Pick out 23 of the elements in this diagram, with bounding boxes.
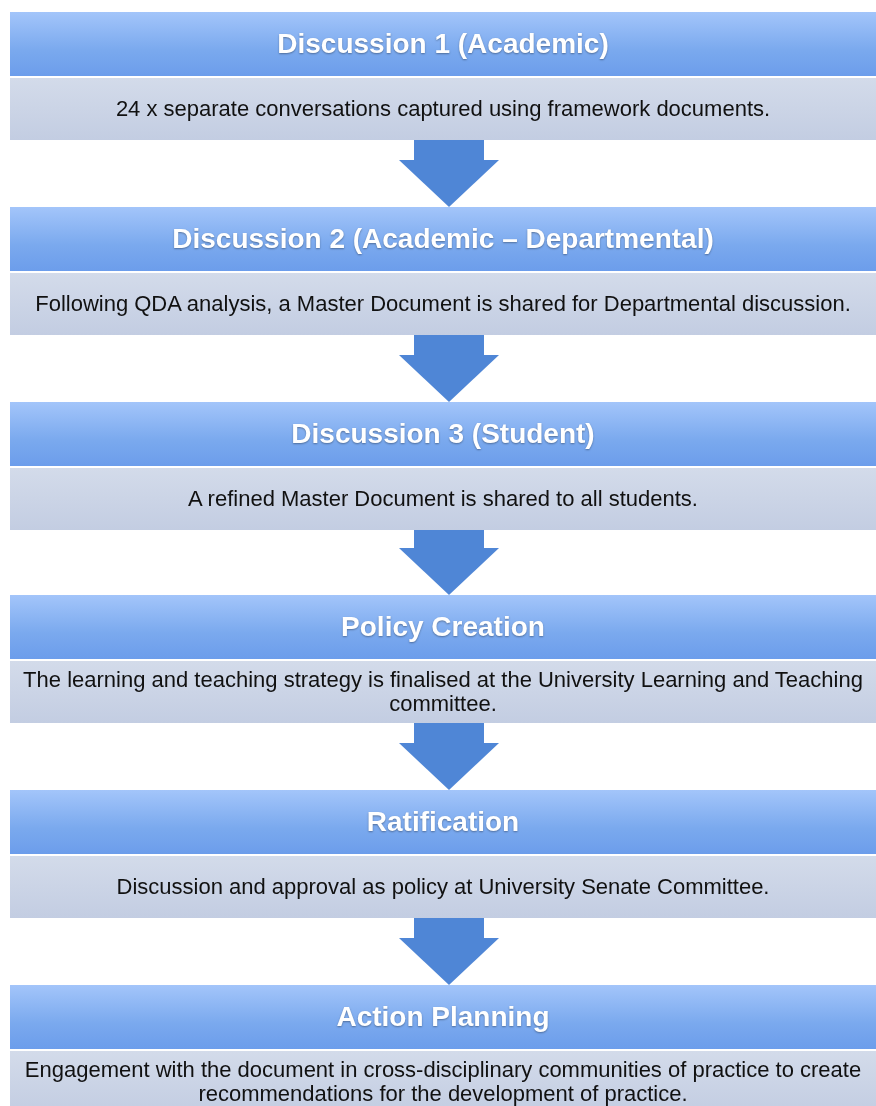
block-arrow	[399, 140, 499, 207]
stage-card	[10, 402, 876, 530]
stage-card	[10, 595, 876, 723]
stage-description: A refined Master Document is shared to all students.	[10, 468, 876, 530]
block-arrow	[399, 723, 499, 790]
stage-heading: Discussion 3 (Student)	[10, 402, 876, 468]
stage-description: Following QDA analysis, a Master Document is shared for Departmental discussion.	[10, 273, 876, 335]
stage-description: Discussion and approval as policy at University Senate Committee.	[10, 856, 876, 918]
stage-card	[10, 12, 876, 140]
stage-description: Engagement with the document in cross-disciplinary communities of practice to create recommendations for the development of practice.	[10, 1051, 876, 1106]
stage-heading: Action Planning	[10, 985, 876, 1051]
stage-heading: Ratification	[10, 790, 876, 856]
stage-heading: Policy Creation	[10, 595, 876, 661]
block-arrow	[399, 530, 499, 595]
block-arrow	[399, 335, 499, 402]
stage-card	[10, 985, 876, 1106]
stage-card	[10, 207, 876, 335]
stage-card	[10, 790, 876, 918]
stage-heading: Discussion 2 (Academic – Departmental)	[10, 207, 876, 273]
stage-description: The learning and teaching strategy is finalised at the University Learning and Teaching committee.	[10, 661, 876, 723]
block-arrow	[399, 918, 499, 985]
stage-description: 24 x separate conversations captured using framework documents.	[10, 78, 876, 140]
stage-heading: Discussion 1 (Academic)	[10, 12, 876, 78]
